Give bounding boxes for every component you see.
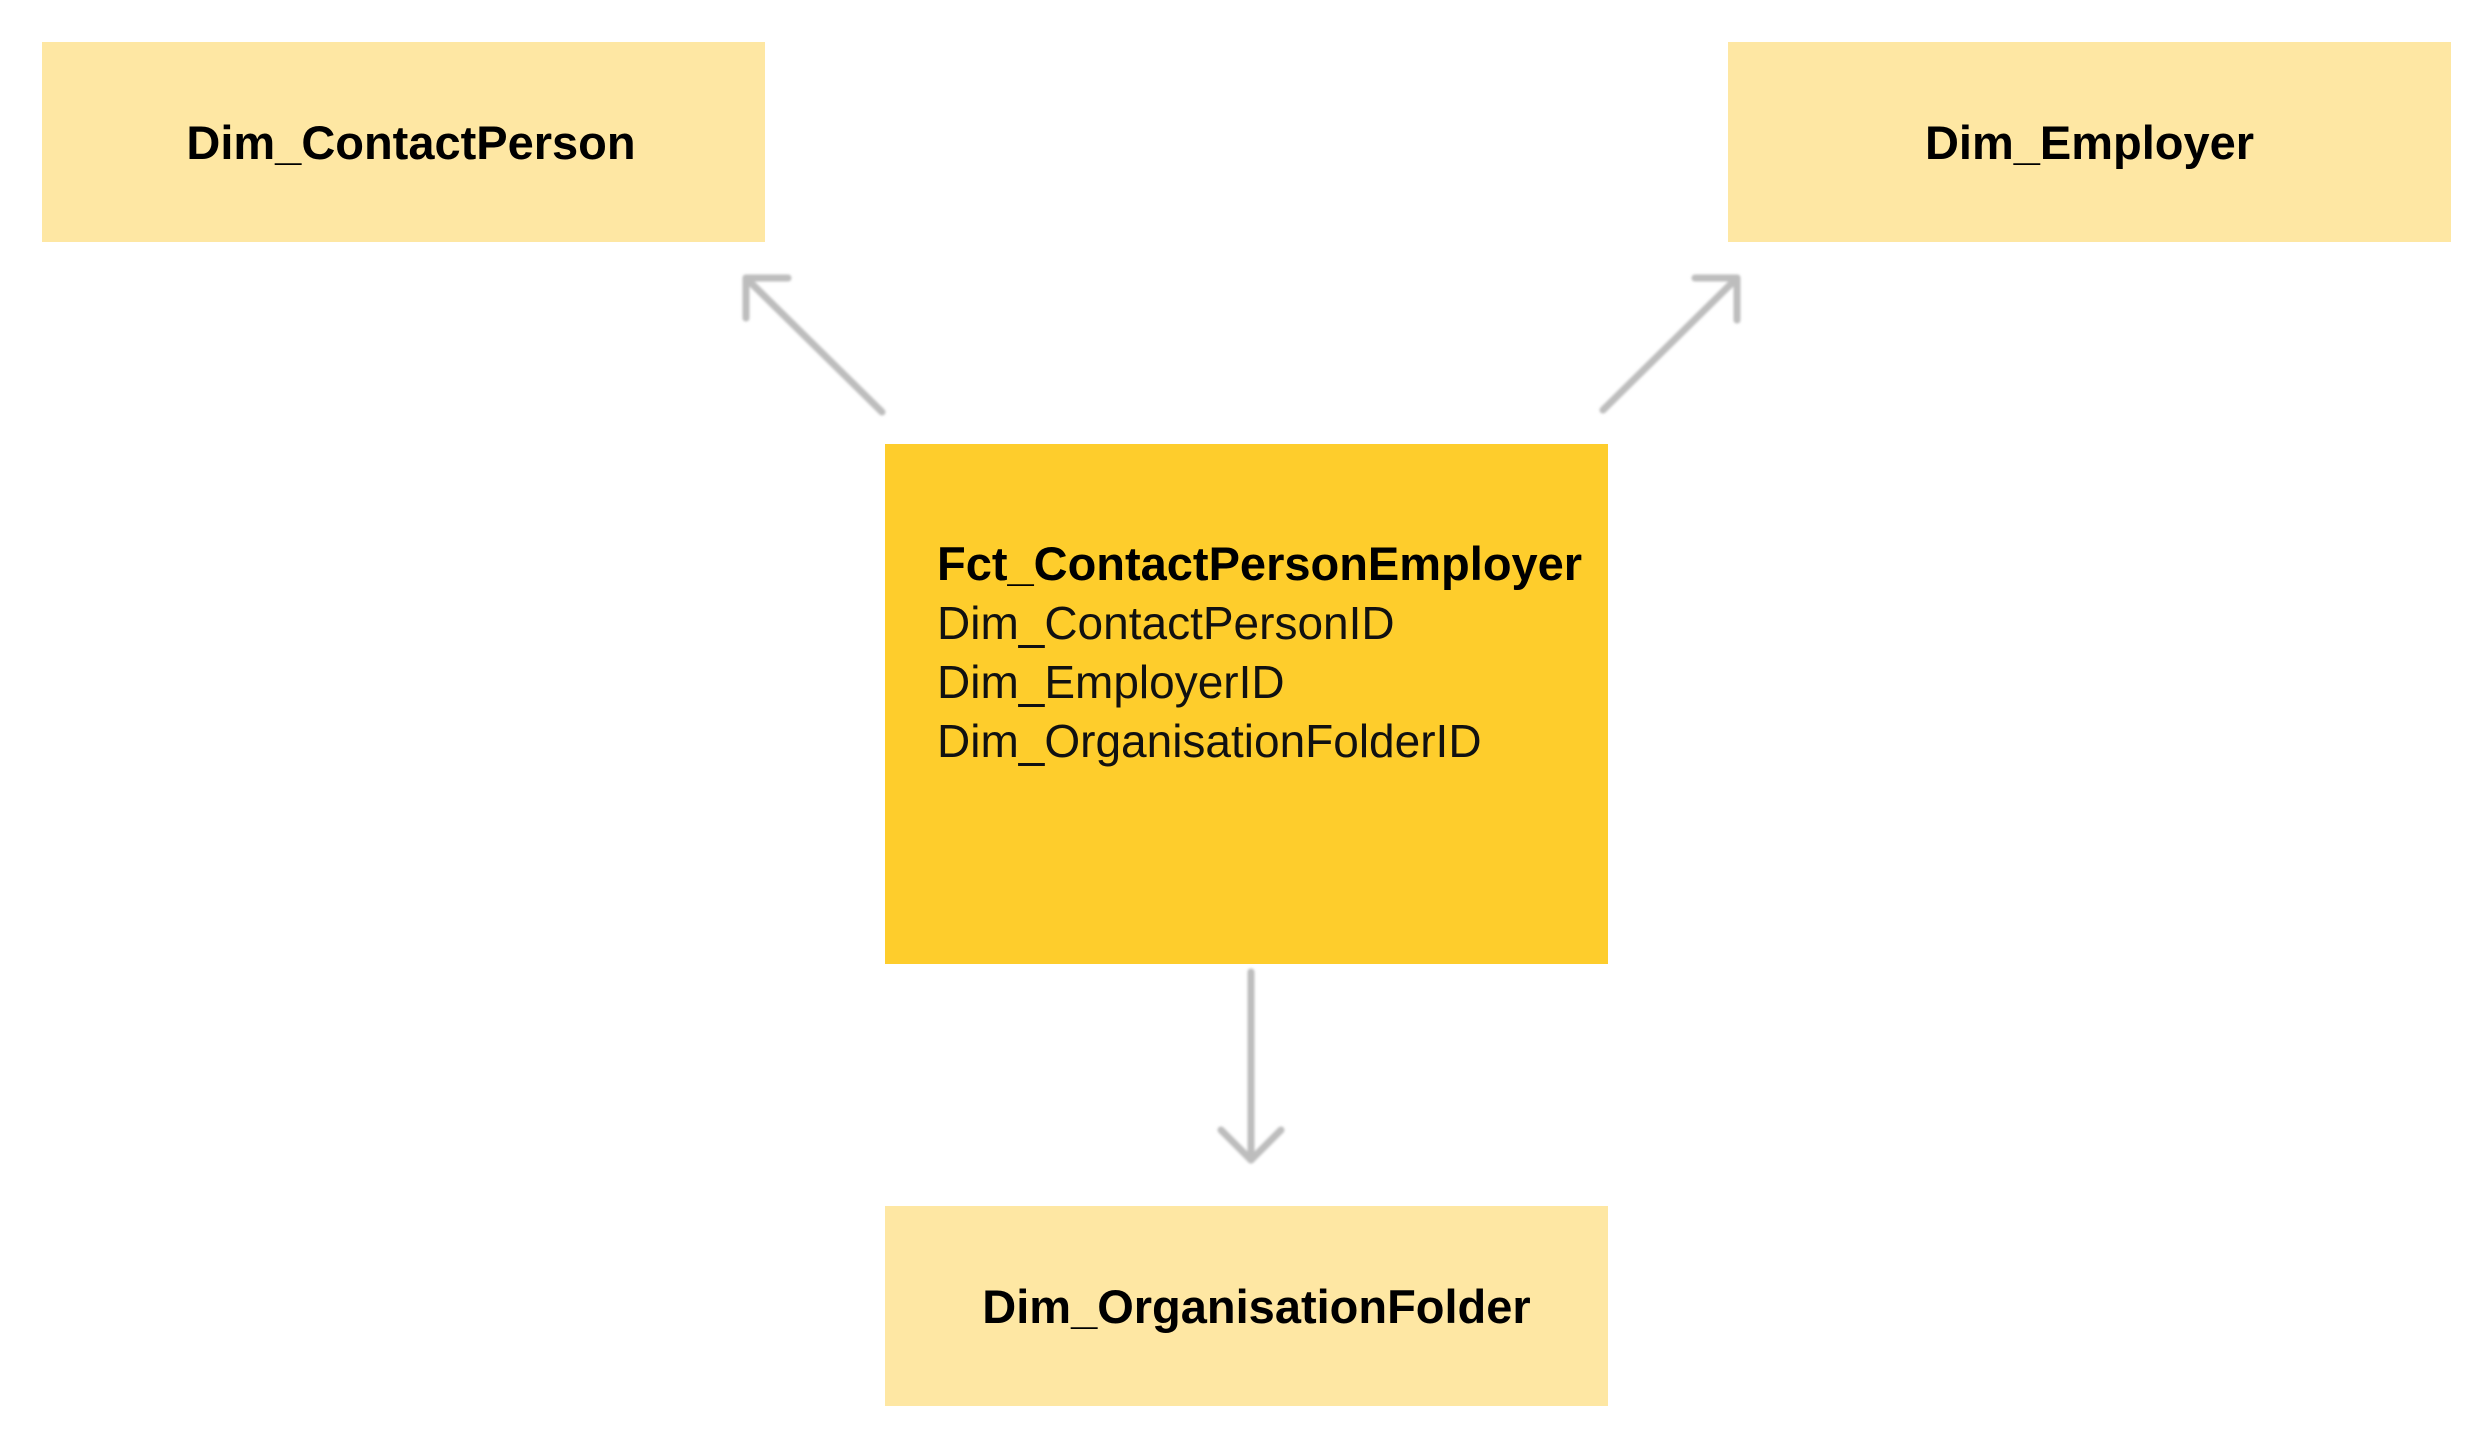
fact-field-contact-person-id: Dim_ContactPersonID	[937, 597, 1395, 649]
arrow-to-contact-person	[742, 274, 886, 416]
dim-employer-table: Dim_Employer	[1728, 42, 2451, 242]
dim-contact-person-label: Dim_ContactPerson	[186, 115, 636, 169]
dim-organisation-folder-table: Dim_OrganisationFolder	[885, 1206, 1608, 1406]
arrow-to-employer	[1599, 274, 1741, 414]
fact-contact-person-employer-table: Fct_ContactPersonEmployer Dim_ContactPer…	[885, 444, 1608, 964]
dim-employer-label: Dim_Employer	[1924, 115, 2255, 169]
fact-table-title: Fct_ContactPersonEmployer	[937, 537, 1583, 590]
fact-field-employer-id: Dim_EmployerID	[937, 656, 1285, 708]
dim-contact-person-table: Dim_ContactPerson	[42, 42, 765, 242]
fact-field-organisation-folder-id: Dim_OrganisationFolderID	[937, 715, 1482, 767]
dim-organisation-folder-label: Dim_OrganisationFolder	[982, 1279, 1531, 1333]
arrow-to-organisation-folder	[1217, 968, 1285, 1164]
